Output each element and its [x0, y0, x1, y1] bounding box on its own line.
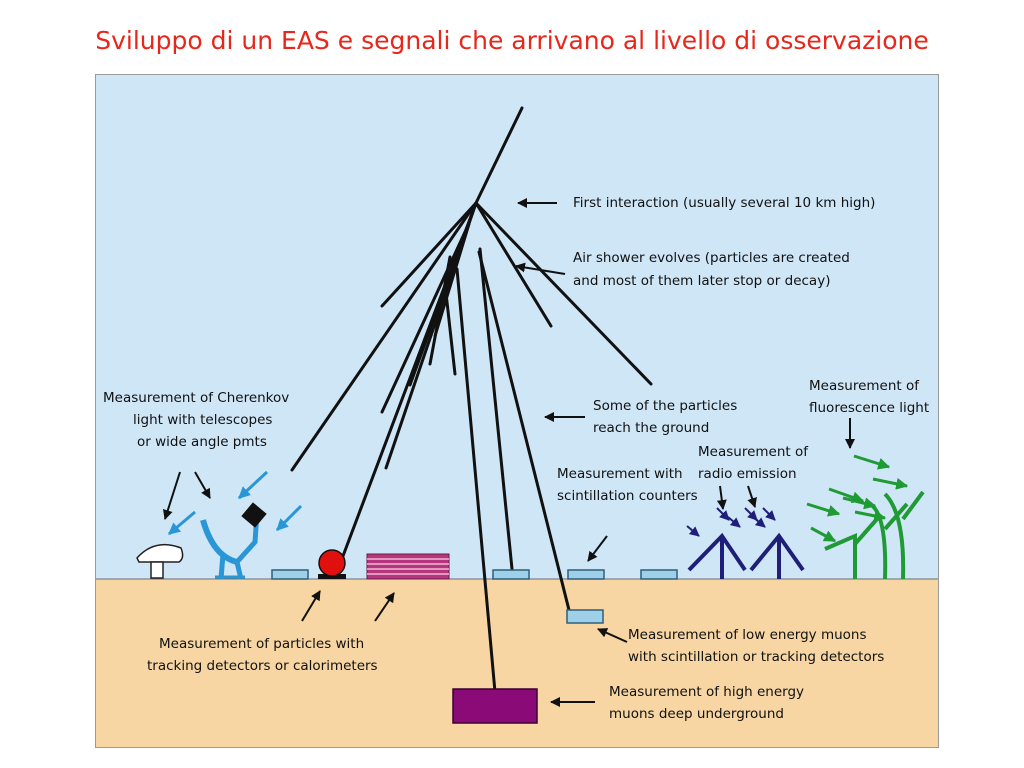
label-cherenkov-3: or wide angle pmts	[137, 434, 267, 450]
label-radio-2: radio emission	[698, 466, 797, 482]
radio-antenna-icon	[687, 532, 805, 579]
label-fluorescence-2: fluorescence light	[809, 400, 929, 416]
arrow-tracking-2	[374, 592, 395, 622]
fluorescence-telescope-icon	[824, 490, 925, 580]
radio-emission-arrows	[686, 507, 776, 537]
arrow-radio-2	[747, 485, 757, 508]
diagram-border	[95, 74, 939, 748]
label-cherenkov-2: light with telescopes	[133, 412, 272, 428]
label-reach-ground-1: Some of the particles	[593, 398, 737, 414]
arrow-radio-1	[716, 485, 727, 510]
arrow-cherenkov-2	[194, 471, 211, 499]
arrow-scintillation	[587, 535, 608, 562]
label-high-muons-1: Measurement of high energy	[609, 684, 804, 700]
label-radio-1: Measurement of	[698, 444, 809, 460]
label-tracking-2: tracking detectors or calorimeters	[147, 658, 378, 674]
label-reach-ground-2: reach the ground	[593, 420, 709, 436]
arrow-cherenkov-1	[162, 471, 181, 520]
label-cherenkov-1: Measurement of Cherenkov	[103, 390, 289, 406]
label-first-interaction: First interaction (usually several 10 km…	[573, 195, 875, 211]
label-low-muons-1: Measurement of low energy muons	[628, 627, 867, 643]
cherenkov-dish-icon	[136, 543, 184, 579]
arrow-tracking-1	[301, 590, 321, 622]
label-shower-evolves-2: and most of them later stop or decay)	[573, 273, 830, 289]
tracking-detector-icon	[318, 549, 346, 579]
slide-title: Sviluppo di un EAS e segnali che arrivan…	[95, 26, 929, 55]
deep-underground-detector	[452, 688, 538, 724]
label-low-muons-2: with scintillation or tracking detectors	[628, 649, 884, 665]
label-shower-evolves-1: Air shower evolves (particles are create…	[573, 250, 850, 266]
arrow-low-muons	[597, 628, 628, 643]
arrow-shower-evolves	[515, 262, 566, 275]
label-scintillation-2: scintillation counters	[557, 488, 698, 504]
air-shower	[290, 106, 653, 694]
annotation-arrows	[162, 198, 855, 707]
scintillation-counters	[271, 569, 678, 580]
eas-diagram: First interaction (usually several 10 km…	[95, 74, 939, 748]
label-fluorescence-1: Measurement of	[809, 378, 920, 394]
fluorescence-light-arrows	[806, 454, 909, 543]
sky	[95, 74, 939, 579]
label-scintillation-1: Measurement with	[557, 466, 683, 482]
label-tracking-1: Measurement of particles with	[159, 636, 364, 652]
cherenkov-telescope-icon	[200, 502, 267, 580]
calorimeter-icon	[366, 553, 450, 580]
label-high-muons-2: muons deep underground	[609, 706, 784, 722]
low-energy-muon-detector	[566, 609, 604, 624]
cherenkov-light-arrows	[168, 470, 303, 536]
